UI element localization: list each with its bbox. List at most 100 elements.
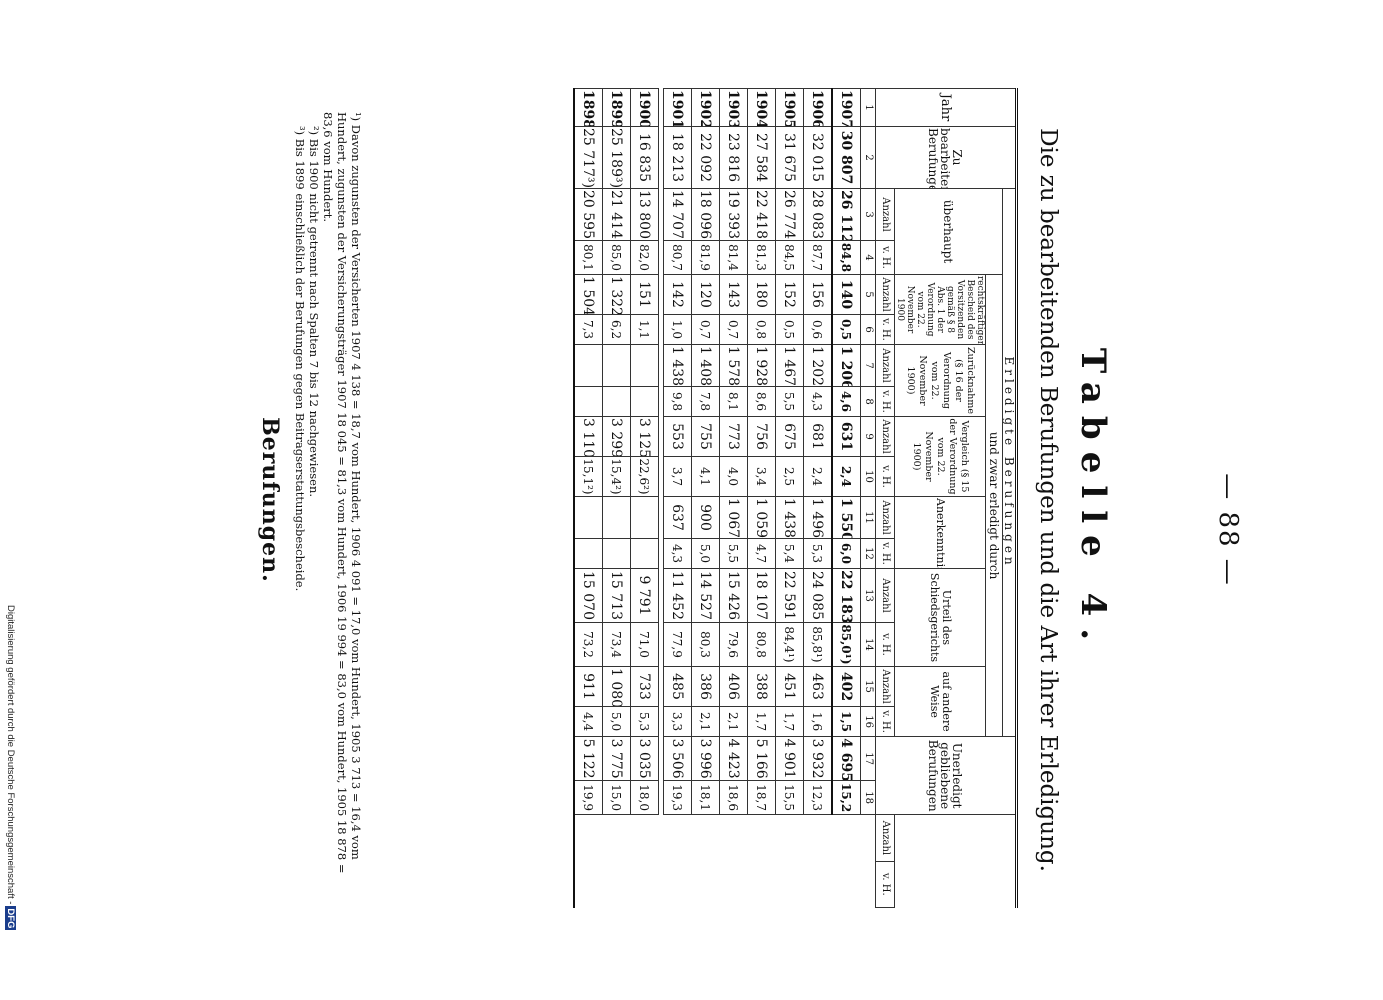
table-cell: 5,3	[630, 706, 659, 737]
table-cell: 26 112	[832, 188, 861, 241]
table-cell: 3 932	[803, 736, 832, 781]
table-cell: 4,1	[691, 456, 720, 497]
table-cell: 18 096	[691, 188, 720, 241]
table-cell: 900	[691, 496, 720, 539]
table-cell: 140	[832, 274, 861, 315]
table-cell: 0,6	[803, 314, 832, 345]
column-number: 4	[860, 240, 876, 275]
header-bescheid: rechtskräftigen Bescheid des Vorsitzende…	[894, 274, 986, 345]
header-anzahl: Anzahl	[875, 416, 895, 457]
table-cell: 77,9	[663, 622, 692, 667]
table-cell: 3,7	[663, 456, 692, 497]
table-cell: 15 070	[574, 568, 603, 623]
table-cell: 18 213	[663, 126, 692, 189]
table-cell: 73,2	[574, 622, 603, 667]
table-cell: 402	[832, 666, 861, 707]
table-cell: 2,1	[691, 706, 720, 737]
table-cell: 18,1	[691, 780, 720, 815]
header-anerkenntnis: Anerkenntnis	[894, 496, 986, 569]
table-cell: 8,6	[747, 386, 776, 417]
dfg-logo: DFG	[5, 906, 16, 931]
table-cell: 13 800	[630, 188, 659, 241]
table-cell: 30 807	[832, 126, 861, 189]
table-cell: 1 550	[832, 496, 861, 539]
table-cell: 1,1	[630, 314, 659, 345]
table-cell: 386	[691, 666, 720, 707]
column-number: 5	[860, 274, 876, 315]
table-cell: 1,6	[803, 706, 832, 737]
table-cell: 0,8	[747, 314, 776, 345]
year-cell: 1907	[832, 88, 861, 127]
header-vh: v. H.	[875, 386, 895, 417]
table-cell: 22 092	[691, 126, 720, 189]
table-cell: 4 901	[775, 736, 804, 781]
footnote-1: ¹) Davon zugunsten der Versicherten 1907…	[321, 112, 363, 874]
table-cell: 12,3	[803, 780, 832, 815]
table-cell: 1 206	[832, 344, 861, 387]
digitization-sidebar: Digitalisierung gefördert durch die Deut…	[0, 0, 18, 1000]
table-cell: 5,3	[803, 538, 832, 569]
footnote-3: ³) Bis 1899 einschließlich der Berufunge…	[293, 126, 307, 592]
table-cell: 20 595	[574, 188, 603, 241]
table-cell: 18 107	[747, 568, 776, 623]
page-subtitle: Die zu bearbeitenden Berufungen und die …	[1035, 128, 1061, 872]
table-cell	[602, 538, 631, 569]
header-vh: v. H.	[875, 538, 895, 569]
header-anzahl: Anzahl	[875, 814, 895, 862]
table-cell: 3 996	[691, 736, 720, 781]
header-vh: v. H.	[875, 622, 895, 667]
table-cell: 2,5	[775, 456, 804, 497]
table-cell: 18,7	[747, 780, 776, 815]
table-cell: 773	[719, 416, 748, 457]
table-cell: 1 322	[602, 274, 631, 315]
table-cell	[630, 344, 659, 387]
table-cell: 406	[719, 666, 748, 707]
table-cell: 1 496	[803, 496, 832, 539]
table-cell: 4 423	[719, 736, 748, 781]
column-number: 18	[860, 780, 876, 815]
table-cell: 85,0¹)	[832, 622, 861, 667]
table-cell: 1 408	[691, 344, 720, 387]
table-cell: 5,0	[602, 706, 631, 737]
table-cell: 22 418	[747, 188, 776, 241]
column-number: 9	[860, 416, 876, 457]
table-cell: 1,7	[747, 706, 776, 737]
table-cell: 9 791	[630, 568, 659, 623]
table-cell: 19 393	[719, 188, 748, 241]
table-cell: 1,0	[663, 314, 692, 345]
table-cell: 3,3	[663, 706, 692, 737]
table-cell: 1 080	[602, 666, 631, 707]
table-cell: 733	[630, 666, 659, 707]
table-cell: 32 015	[803, 126, 832, 189]
table-cell: 1 059	[747, 496, 776, 539]
header-unerledigt: Unerledigt gebliebene Berufungen	[875, 736, 1017, 815]
table-cell: 4,6	[832, 386, 861, 417]
table-cell: 25 189³)	[602, 126, 631, 189]
table-cell: 142	[663, 274, 692, 315]
column-number: 12	[860, 538, 876, 569]
header-erledigte: Erledigte Berufungen	[1002, 188, 1017, 737]
table-cell: 0,7	[719, 314, 748, 345]
table-cell: 756	[747, 416, 776, 457]
table-cell: 28 083	[803, 188, 832, 241]
table-cell: 19,9	[574, 780, 603, 815]
table-cell: 85,8¹)	[803, 622, 832, 667]
header-vergleich: Vergleich (§ 15 der Verordnung vom 22. N…	[894, 416, 986, 497]
table-cell: 15,4²)	[602, 456, 631, 497]
table-cell: 15,2	[832, 780, 861, 815]
year-cell: 1906	[803, 88, 832, 127]
header-ueberhaupt: überhaupt	[894, 188, 1003, 275]
table-cell: 18,0	[630, 780, 659, 815]
table-cell: 84,4¹)	[775, 622, 804, 667]
header-anzahl: Anzahl	[875, 188, 895, 241]
header-anzahl: Anzahl	[875, 496, 895, 539]
table-cell	[602, 496, 631, 539]
